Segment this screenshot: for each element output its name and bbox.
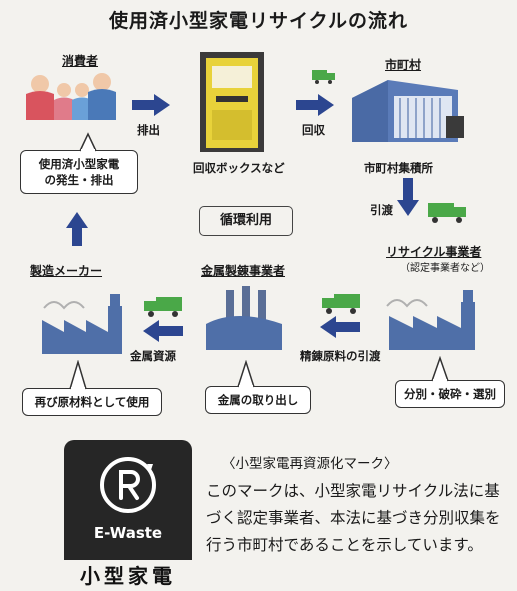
recycle-r-icon: [100, 457, 156, 513]
bubble-tail: [79, 132, 97, 152]
municipality-caption: 市町村集積所: [364, 161, 433, 175]
consumer-discharge-box: 使用済小型家電 の発生・排出: [20, 150, 138, 194]
municipality-warehouse-illustration: [352, 80, 464, 142]
circulation-use-box: 循環利用: [199, 206, 293, 236]
recycler-factory-illustration: [386, 290, 475, 350]
consumer-label: 消費者: [62, 54, 99, 68]
bubble-tail: [237, 360, 255, 388]
collection-box-caption: 回収ボックスなど: [193, 161, 285, 175]
e-waste-mark-caption: 小型家電: [80, 564, 176, 588]
flow-metal-resource-label: 金属資源: [130, 349, 176, 363]
maker-factory-illustration: [42, 294, 122, 354]
recycler-sorting-box: 分別・破砕・選別: [395, 380, 505, 408]
truck-icon: [312, 70, 335, 84]
truck-icon: [322, 294, 360, 314]
refiner-plant-illustration: [206, 286, 282, 350]
mark-heading: 〈小型家電再資源化マーク〉: [222, 456, 398, 472]
arrow-up-recycle: [66, 212, 88, 246]
arrow-right-discharge: [132, 94, 170, 116]
recycler-sublabel: （認定事業者など）: [400, 263, 490, 274]
diagram-title: 使用済小型家電リサイクルの流れ: [108, 10, 409, 32]
arrow-left-refine-handover: [320, 316, 360, 338]
bubble-tail: [69, 360, 87, 390]
mark-description: このマークは、小型家電リサイクル法に基づく認定事業者、本法に基づき分別収集を行う…: [206, 482, 501, 554]
bubble-tail: [431, 356, 449, 382]
flow-discharge-label: 排出: [137, 123, 160, 137]
recycler-label: リサイクル事業者: [386, 245, 482, 259]
refiner-extraction-box: 金属の取り出し: [205, 386, 311, 414]
truck-icon: [428, 203, 466, 223]
refiner-label: 金属製錬事業者: [201, 264, 286, 278]
arrow-left-metal-resource: [143, 320, 183, 342]
arrow-down-handover: [397, 178, 419, 216]
e-waste-logo-text: E-Waste: [93, 524, 163, 542]
flow-collect-label: 回収: [302, 123, 325, 137]
flow-refine-handover-label: 精錬原料の引渡: [300, 349, 381, 363]
collection-box-photo: [200, 52, 264, 152]
maker-reuse-box: 再び原材料として使用: [22, 388, 162, 416]
arrow-right-collect: [296, 94, 334, 116]
flow-handover-label: 引渡: [370, 203, 393, 217]
e-waste-mark-caption-area: 小型家電: [58, 560, 198, 590]
municipality-label: 市町村: [385, 58, 422, 72]
consumers-illustration: [26, 73, 116, 120]
maker-label: 製造メーカー: [30, 264, 103, 278]
truck-icon: [144, 297, 182, 317]
